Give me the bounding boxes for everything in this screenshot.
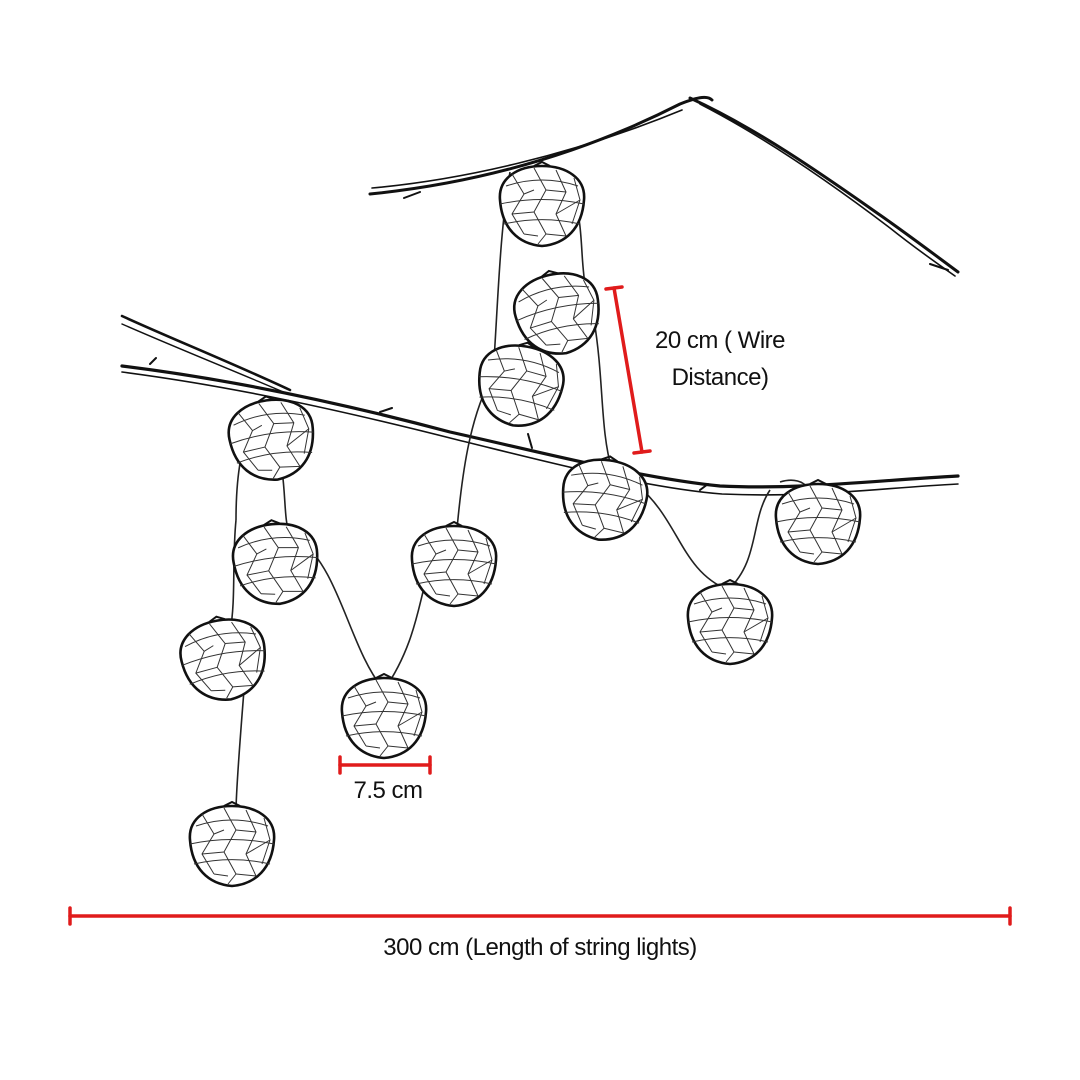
total-length-dimension — [68, 906, 1012, 926]
bulb-diameter-label: 7.5 cm — [353, 777, 423, 804]
bulb-diameter-dimension — [338, 755, 432, 775]
wire-distance-label: 20 cm ( Wire Distance) — [654, 327, 786, 391]
lantern-icon — [686, 578, 774, 666]
upper-branch-twig — [403, 191, 949, 271]
lantern-icon — [555, 449, 654, 547]
upper-right-branch-outline — [699, 103, 956, 277]
lantern-icon — [774, 478, 862, 566]
lantern-icon — [498, 160, 586, 248]
branches — [120, 95, 960, 496]
lantern-icon — [228, 514, 324, 610]
main-branch-twigs — [149, 357, 709, 491]
wire-distance-dimension — [604, 285, 652, 455]
light-wires — [229, 171, 817, 813]
upper-right-branch — [688, 96, 960, 274]
left-branch — [120, 314, 292, 392]
total-length-label: 300 cm (Length of string lights) — [383, 934, 697, 961]
dimension-lines — [68, 285, 1012, 926]
lantern-icon — [340, 672, 428, 760]
lantern-icon — [188, 800, 276, 888]
upper-branch-outline — [371, 109, 683, 189]
lantern-icon — [173, 608, 274, 709]
left-branch-outline — [121, 323, 289, 395]
lantern-icon — [410, 520, 498, 608]
